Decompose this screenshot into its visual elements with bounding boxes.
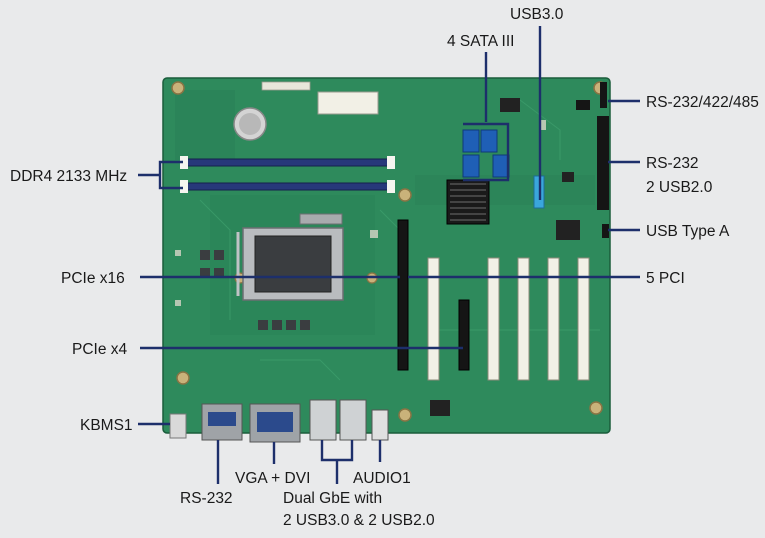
label-pcie-x16: PCIe x16	[61, 270, 125, 287]
label-gbe-line1: Dual GbE with	[283, 490, 382, 507]
pch-heatsink	[446, 179, 490, 225]
label-audio: AUDIO1	[353, 470, 411, 487]
chip	[556, 220, 580, 240]
motherboard	[162, 77, 611, 443]
pcie-x16-slot	[397, 219, 409, 371]
label-rs232-bottom: RS-232	[180, 490, 233, 507]
mounting-hole	[589, 401, 603, 415]
labels: USB3.0 4 SATA III RS-232/422/485 RS-232 …	[10, 6, 759, 529]
atx-power-connector	[317, 91, 379, 115]
chip	[500, 98, 520, 112]
rear-io	[169, 399, 389, 443]
chip	[430, 400, 450, 416]
label-rs232-422-485: RS-232/422/485	[646, 94, 759, 111]
right-edge-headers	[576, 82, 609, 238]
audio-jack	[371, 409, 389, 441]
label-pcie-x4: PCIe x4	[72, 341, 128, 358]
ddr4-dimm-slots	[180, 156, 395, 193]
chip	[562, 172, 574, 182]
kbms-port	[169, 413, 187, 439]
lan-usb-port	[339, 399, 367, 441]
mounting-hole	[171, 81, 185, 95]
lan-usb-port	[309, 399, 337, 441]
label-usb-type-a: USB Type A	[646, 223, 730, 240]
label-rs232-right: RS-232	[646, 155, 699, 172]
gbe-bracket	[320, 440, 354, 462]
label-pci: 5 PCI	[646, 270, 685, 287]
mounting-hole	[398, 408, 412, 422]
sata-connectors	[462, 129, 510, 178]
label-ddr4: DDR4 2133 MHz	[10, 168, 127, 185]
label-usb20-right: 2 USB2.0	[646, 179, 713, 196]
label-vga-dvi: VGA + DVI	[235, 470, 310, 487]
label-usb30: USB3.0	[510, 6, 564, 23]
leader-lines	[138, 26, 640, 484]
label-sata: 4 SATA III	[447, 33, 514, 50]
label-gbe-line2: 2 USB3.0 & 2 USB2.0	[283, 512, 435, 529]
pci-slots	[427, 257, 590, 381]
sata-bracket	[463, 122, 510, 182]
label-kbms: KBMS1	[80, 417, 133, 434]
pcie-x4-slot	[458, 299, 470, 371]
vrm-components	[200, 250, 310, 330]
mounting-hole	[176, 371, 190, 385]
mounting-hole	[398, 188, 412, 202]
cpu-socket	[236, 213, 344, 301]
